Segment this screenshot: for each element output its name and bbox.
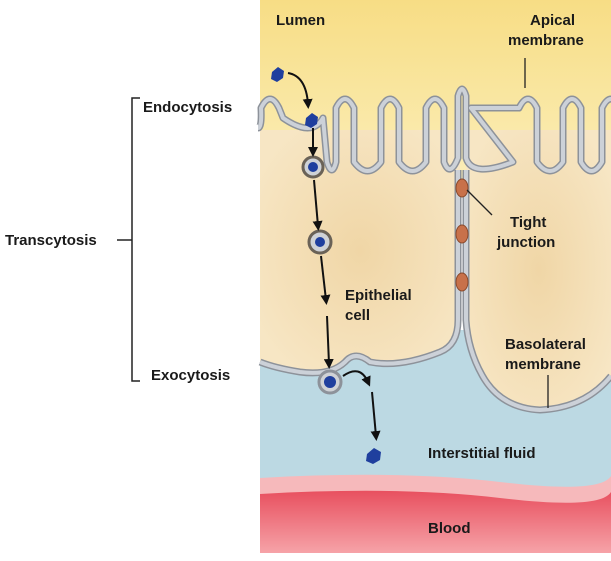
molecule-icon bbox=[366, 448, 381, 464]
vesicle bbox=[307, 229, 333, 255]
label-transcytosis: Transcytosis bbox=[5, 232, 97, 249]
tight-junction bbox=[455, 224, 469, 244]
arrows bbox=[287, 72, 381, 441]
label-exocytosis: Exocytosis bbox=[151, 367, 230, 384]
molecule-icon bbox=[271, 67, 284, 82]
microvilli-membrane bbox=[257, 87, 611, 173]
blood-region bbox=[260, 490, 611, 553]
label-lumen: Lumen bbox=[276, 12, 325, 29]
label-endocytosis: Endocytosis bbox=[143, 99, 232, 116]
leader-lines bbox=[466, 58, 549, 408]
label-interstitial-fluid: Interstitial fluid bbox=[428, 445, 536, 462]
apical-membrane bbox=[256, 85, 611, 175]
tight-junction bbox=[455, 178, 469, 198]
label-blood: Blood bbox=[428, 520, 471, 537]
molecule-icon bbox=[305, 113, 318, 128]
transcytosis-bracket bbox=[117, 97, 140, 382]
epithelial-cell-right bbox=[466, 130, 611, 410]
lateral-membrane bbox=[258, 170, 611, 414]
epithelial-cell-left bbox=[260, 130, 461, 372]
vesicle bbox=[301, 155, 325, 179]
vesicle bbox=[317, 369, 343, 395]
tight-junction bbox=[455, 272, 469, 292]
